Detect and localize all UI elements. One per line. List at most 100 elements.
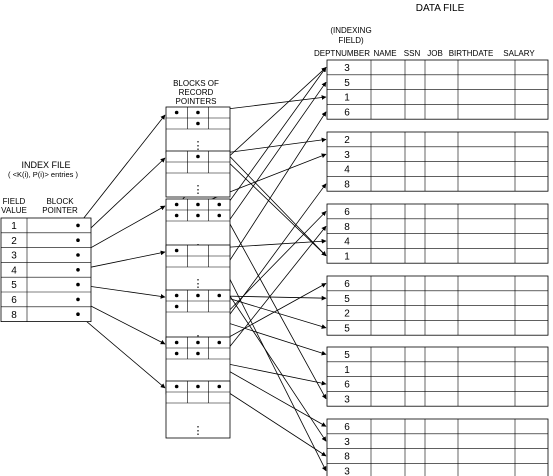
deptnumber-cell: 4 — [344, 237, 350, 248]
pointer-block-frame — [165, 380, 231, 439]
pointer-dot — [217, 384, 222, 389]
pointer-to-record-arrow — [219, 295, 327, 329]
pointer-dot — [196, 154, 200, 159]
pointer-blocks-title-1: BLOCKS OF — [173, 79, 219, 88]
pointer-dot — [196, 110, 200, 115]
deptnumber-cell: 1 — [344, 251, 350, 262]
pointer-dot — [217, 340, 222, 345]
pointer-dot — [174, 213, 179, 218]
index-pointer-dot — [76, 312, 80, 317]
deptnumber-cell: 5 — [344, 350, 350, 361]
pointer-ellipsis: ⋮ — [193, 184, 204, 196]
deptnumber-cell: 5 — [344, 78, 350, 89]
index-pointer-dot — [76, 253, 80, 257]
index-pointer-dot — [76, 297, 80, 302]
pointer-dot — [196, 293, 200, 298]
deptnumber-cell: 4 — [344, 165, 350, 176]
deptnumber-cell: 8 — [344, 222, 350, 233]
deptnumber-cell: 5 — [344, 294, 350, 305]
deptnumber-cell: 2 — [344, 135, 350, 146]
index-field-value: 1 — [11, 221, 17, 232]
index-to-block-arrow — [77, 313, 166, 389]
index-field-value: 6 — [11, 295, 17, 306]
index-to-block-arrow — [77, 157, 166, 241]
pointer-blocks-title-3: POINTERS — [176, 97, 217, 106]
index-pointer-dot — [76, 238, 80, 242]
column-header-salary: SALARY — [503, 49, 535, 58]
pointer-to-record-arrow — [219, 386, 327, 457]
deptnumber-cell: 1 — [344, 365, 350, 376]
data-block: 6 3 8 3 — [326, 418, 549, 476]
deptnumber-cell: 5 — [344, 323, 350, 334]
index-to-block-arrow — [77, 299, 166, 345]
pointer-dot — [196, 121, 200, 126]
pointer-dot — [196, 202, 200, 207]
deptnumber-cell: 6 — [344, 207, 350, 218]
record-pointer-block: ⋮ — [165, 244, 231, 292]
deptnumber-cell: 6 — [344, 107, 350, 118]
deptnumber-cell: 2 — [344, 309, 350, 320]
field-value-header-2: VALUE — [1, 206, 27, 215]
index-field-value: 8 — [11, 310, 17, 321]
pointer-block-frame — [165, 106, 231, 154]
record-pointer-block: ⋮ — [165, 150, 231, 198]
pointer-dot — [217, 213, 222, 218]
deptnumber-cell: 6 — [344, 279, 350, 290]
pointer-dot — [196, 351, 200, 356]
index-file-subtitle: ( <K(i), P(i)> entries ) — [8, 170, 79, 179]
deptnumber-cell: 6 — [344, 422, 350, 433]
pointer-to-record-arrow — [219, 283, 327, 343]
index-to-block-arrow — [77, 284, 166, 299]
pointer-dot — [174, 304, 179, 309]
column-header-job: JOB — [427, 49, 443, 58]
pointer-block-frame — [165, 244, 231, 292]
pointer-to-record-arrow — [218, 67, 327, 216]
block-pointer-header-1: BLOCK — [46, 197, 74, 206]
pointer-dot — [217, 202, 222, 207]
pointer-dot — [174, 293, 179, 298]
pointer-dot — [174, 202, 179, 207]
index-to-block-arrow — [77, 250, 166, 271]
deptnumber-cell: 3 — [344, 437, 350, 448]
pointer-dot — [174, 340, 179, 345]
pointer-ellipsis: ⋮ — [193, 278, 204, 290]
record-pointer-block: ⋮ — [165, 380, 231, 439]
column-header-name: NAME — [373, 49, 396, 58]
pointer-dot — [196, 213, 200, 218]
deptnumber-cell: 8 — [344, 452, 350, 463]
pointer-ellipsis: ⋮ — [193, 425, 204, 437]
index-table-frame — [0, 217, 92, 322]
pointer-dot — [196, 340, 200, 345]
data-block: 6 5 2 5 — [326, 275, 549, 336]
deptnumber-cell: 1 — [344, 93, 350, 104]
deptnumber-cell: 8 — [344, 179, 350, 190]
index-file-title: INDEX FILE — [21, 160, 70, 170]
pointer-dot — [174, 384, 179, 389]
index-pointer-dot — [76, 282, 80, 287]
column-header-birthdate: BIRTHDATE — [449, 49, 494, 58]
deptnumber-cell: 6 — [344, 380, 350, 391]
field-value-header-1: FIELD — [3, 197, 26, 206]
index-field-value: 3 — [11, 251, 17, 262]
index-to-block-arrow — [77, 114, 166, 226]
record-pointer-block: ⋮ — [165, 106, 231, 154]
index-pointer-dot — [76, 268, 80, 272]
indexing-field-label-2: FIELD) — [338, 36, 364, 45]
index-field-value: 5 — [11, 280, 17, 291]
pointer-dot — [174, 351, 179, 356]
pointer-dot — [174, 248, 179, 253]
pointer-dot — [196, 384, 200, 389]
indexing-field-label-1: (INDEXING — [330, 26, 371, 35]
deptnumber-cell: 3 — [344, 466, 350, 476]
column-header-deptnumber: DEPTNUMBER — [314, 49, 370, 58]
data-block: 6 8 4 1 — [326, 203, 549, 264]
pointer-ellipsis: ⋮ — [193, 140, 204, 152]
pointer-dot — [174, 110, 179, 115]
pointer-blocks-title-2: RECORD — [179, 88, 214, 97]
